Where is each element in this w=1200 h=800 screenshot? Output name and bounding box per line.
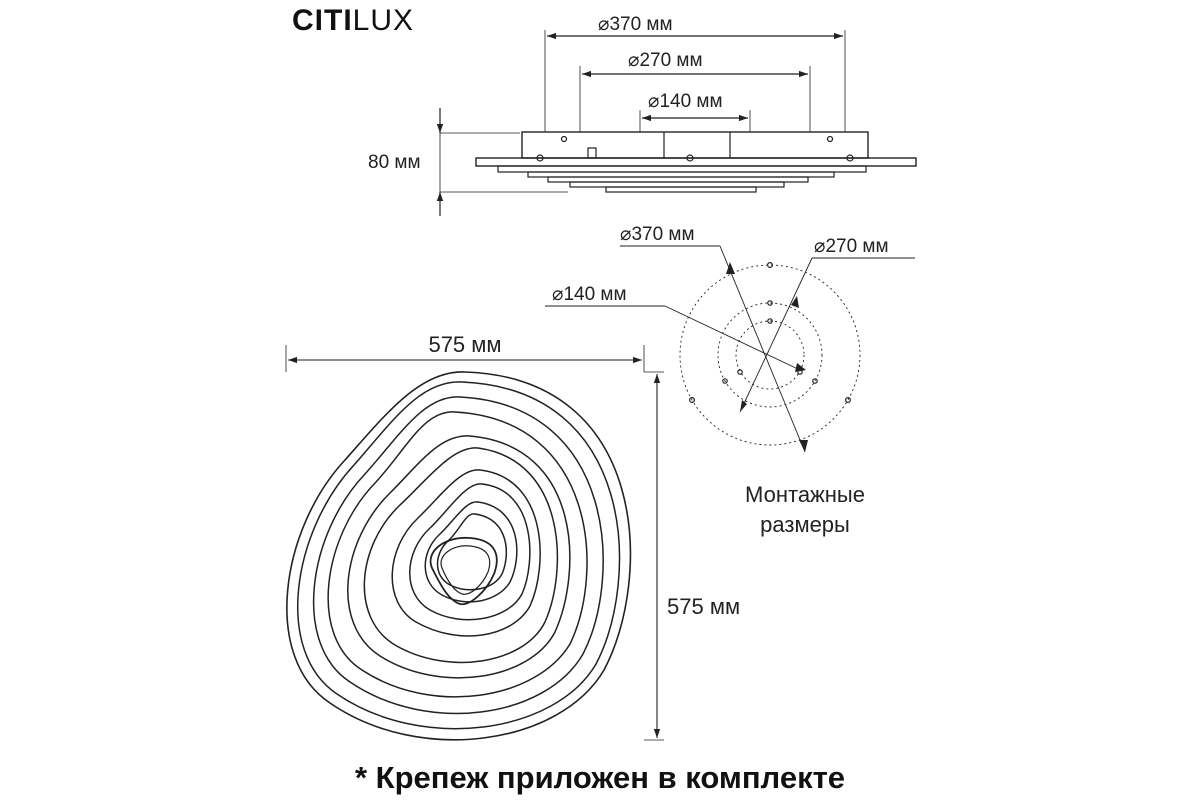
side-view: [436, 30, 917, 216]
side-dim-inner-label: ⌀140 мм: [648, 91, 723, 112]
ring-2: [297, 381, 621, 730]
mount-dim-middle-label: ⌀270 мм: [814, 236, 889, 257]
ring-9: [424, 501, 518, 603]
center-disc-inner: [440, 545, 491, 595]
ring-8: [409, 483, 531, 621]
top-width-label: 575 мм: [428, 332, 501, 357]
brand-logo: CITILUX: [292, 4, 414, 37]
ring-6: [363, 447, 559, 664]
ring-4: [327, 411, 588, 698]
top-view: [285, 345, 664, 741]
ring-3: [312, 396, 604, 715]
center-disc: [429, 537, 498, 605]
top-height-label: 575 мм: [667, 594, 740, 619]
ring-5: [347, 435, 571, 679]
brand-logo-part2: LUX: [353, 4, 414, 37]
mount-dim-inner-label: ⌀140 мм: [552, 284, 627, 305]
side-dim-middle-label: ⌀270 мм: [628, 50, 703, 71]
footnote: * Крепеж приложен в комплекте: [355, 760, 845, 795]
ring-10: [436, 513, 508, 591]
mount-caption-line1: Монтажные: [745, 482, 865, 507]
mount-caption-line2: размеры: [760, 512, 850, 537]
brand-logo-part1: CITI: [292, 4, 353, 37]
side-dim-outer-label: ⌀370 мм: [598, 14, 673, 35]
side-height-label: 80 мм: [368, 152, 421, 173]
mount-dim-outer-label: ⌀370 мм: [620, 224, 695, 245]
ring-outer: [286, 371, 632, 741]
mounting-diagram: [545, 245, 915, 453]
ring-7: [391, 469, 541, 637]
